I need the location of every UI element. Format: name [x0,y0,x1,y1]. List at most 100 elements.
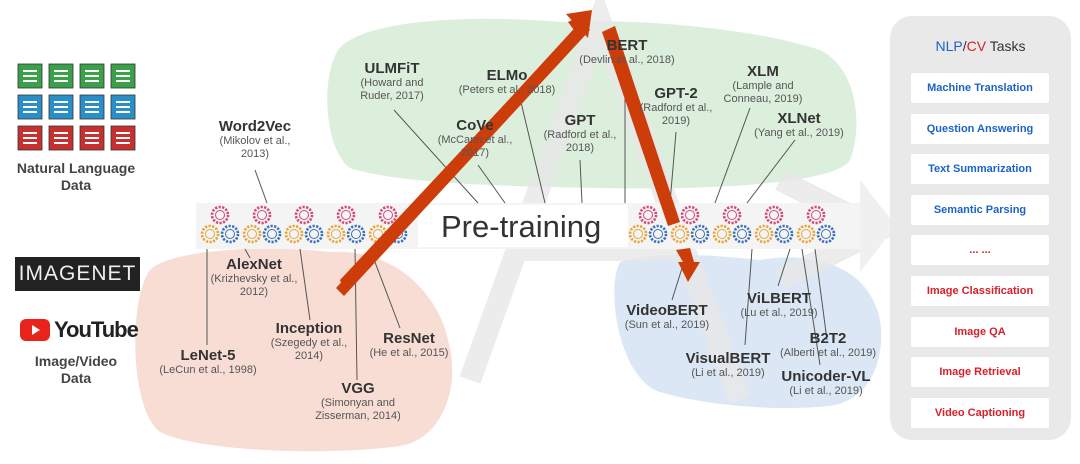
document-icons [17,63,136,151]
image-data-label-line2: Data [60,369,92,386]
gear-icon [690,224,710,244]
vl-region-blob [614,254,882,409]
image-data-label: Image/Video Data [8,353,144,387]
gear-icon [638,205,658,225]
model-vilbert: ViLBERT(Lu et al., 2019) [709,290,849,320]
model-citation: (Alberti et al., 2019) [780,347,876,360]
gear-icon [680,205,700,225]
gear-icon [754,224,774,244]
nlp-data-label: Natural Language Data [8,160,144,194]
task-question-answering: Question Answering [911,113,1049,144]
model-name: B2T2 [809,330,847,347]
document-icon [48,94,74,120]
model-name: XLM [747,63,779,80]
task-image-classification: Image Classification [911,276,1049,306]
gear-icon [774,224,794,244]
model-citation: (Mikolov et al., [219,135,291,148]
image-data-label-line1: Image/Video [34,353,118,369]
model-citation: (Devlin et al., 2018) [579,54,675,67]
model-citation: (Howard and [360,77,424,90]
gear-icon [304,224,324,244]
task-ellipsis: ... ... [911,235,1049,266]
model-name: VGG [341,380,375,397]
model-citation: (Lu et al., 2019) [740,307,818,320]
model-citation: (Yang et al., 2019) [754,127,844,140]
nlp-data-label-line1: Natural Language [16,160,136,176]
youtube-logo-text: YouTube [54,317,139,342]
model-name: ResNet [383,330,435,347]
model-citation: (Radford et al., [543,129,617,142]
model-unicoder-vl: Unicoder-VL(Li et al., 2019) [756,368,896,398]
model-name: CoVe [456,117,494,134]
pretraining-label: Pre-training [441,209,602,244]
model-name: GPT [564,112,596,129]
cv-region-blob [135,248,453,452]
model-name: ViLBERT [747,290,811,307]
model-name: BERT [606,37,648,54]
model-citation: Zisserman, 2014) [315,410,401,423]
model-alexnet: AlexNet(Krizhevsky et al.,2012) [184,256,324,300]
gear-icon [732,224,752,244]
model-citation: (Peters et al., 2018) [458,84,556,97]
task-image-retrieval: Image Retrieval [911,357,1049,388]
model-citation: (He et al., 2015) [369,347,449,360]
task-text-summarization: Text Summarization [911,154,1049,185]
model-cove: CoVe(McCann et al.,2017) [405,117,545,161]
model-name: VisualBERT [685,350,771,367]
model-citation: (Simonyan and [321,397,395,410]
model-inception: Inception(Szegedy et al.,2014) [239,320,379,364]
gear-icon [378,205,398,225]
model-lenet-5: LeNet-5(LeCun et al., 1998) [138,347,278,377]
nlp-data-label-line2: Data [60,176,92,193]
document-icon [48,125,74,151]
model-visualbert: VisualBERT(Li et al., 2019) [658,350,798,380]
model-name: GPT-2 [654,85,698,102]
gear-icon [336,205,356,225]
gear-icon [816,224,836,244]
tasks-title: NLP/CV Tasks [890,38,1071,54]
gear-icon [262,224,282,244]
model-elmo: ELMo(Peters et al., 2018) [437,67,577,97]
model-citation: Ruder, 2017) [360,90,424,103]
gear-icon [346,224,366,244]
gear-icon [242,224,262,244]
model-citation: (Szegedy et al., [270,337,348,350]
model-citation: 2013) [240,148,270,161]
gear-icon [628,224,648,244]
model-citation: (Li et al., 2019) [691,367,765,380]
model-citation: 2017) [460,147,490,160]
task-semantic-parsing: Semantic Parsing [911,194,1049,225]
gear-icon [252,205,272,225]
document-icon [17,94,43,120]
gear-icon [806,205,826,225]
model-citation: (LeCun et al., 1998) [159,364,257,377]
gear-icon [764,205,784,225]
model-citation: (Radford et al., [639,102,713,115]
model-citation: (Lample and [732,80,794,93]
model-b2t2: B2T2(Alberti et al., 2019) [758,330,898,360]
tasks-title-suffix: Tasks [986,38,1026,54]
model-gpt: GPT(Radford et al.,2018) [510,112,650,156]
model-xlnet: XLNet(Yang et al., 2019) [729,110,869,140]
document-icon [48,63,74,89]
gear-icon [284,224,304,244]
document-icon [79,63,105,89]
model-citation: (McCann et al., [437,134,513,147]
model-name: AlexNet [226,256,282,273]
task-machine-translation: Machine Translation [911,73,1049,103]
gear-icon [670,224,690,244]
model-gpt-2: GPT-2(Radford et al.,2019) [606,85,746,129]
document-icon [17,63,43,89]
gear-icon [648,224,668,244]
model-word2vec: Word2Vec(Mikolov et al.,2013) [185,118,325,162]
gear-icon [200,224,220,244]
model-citation: 2012) [239,286,269,299]
document-icon [17,125,43,151]
model-videobert: VideoBERT(Sun et al., 2019) [597,302,737,332]
tasks-title-cv: CV [966,38,987,54]
model-name: XLNet [777,110,821,127]
